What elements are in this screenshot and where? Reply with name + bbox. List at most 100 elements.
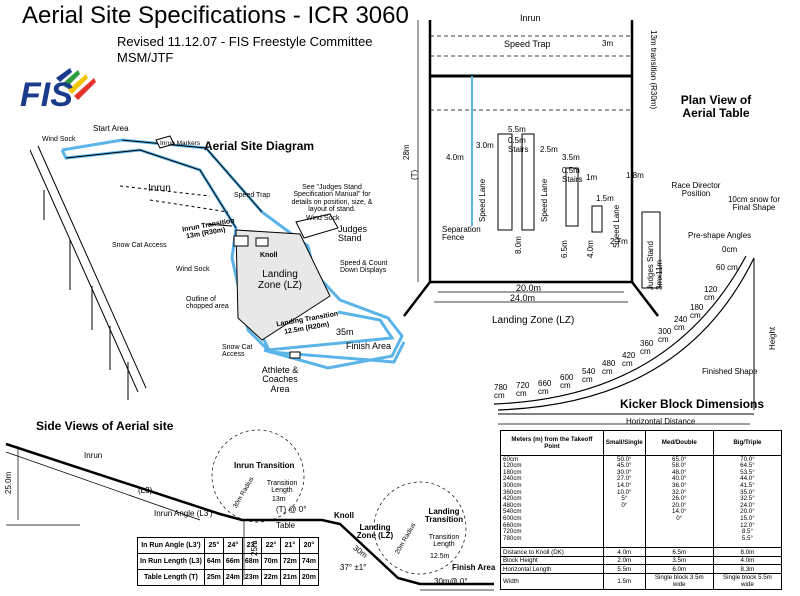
cell-value: 5° xyxy=(621,495,628,503)
cell-value: 10.0° xyxy=(617,488,632,496)
side-landing-zone-label: Landing Zone (LZ) xyxy=(356,523,394,541)
table-cell: 24° xyxy=(222,537,243,554)
side-knoll-label: Knoll xyxy=(334,511,354,520)
curve-point-label: 60 cm xyxy=(716,263,738,272)
finished-shape-label: Finished Shape xyxy=(702,367,758,376)
site-diagram-title: Aerial Site Diagram xyxy=(204,139,315,153)
angle-37-label: 37° ±1° xyxy=(340,563,367,572)
cell-value: 0° xyxy=(621,501,628,509)
row-label: In Run Angle (L3') xyxy=(137,537,205,554)
curve-point-label: 600 cm xyxy=(560,373,574,391)
cell-value: 180cm xyxy=(503,468,522,476)
snow-cat-access-2-label: Snow Cat Access xyxy=(222,344,253,359)
cell-value: 65.0° xyxy=(672,455,687,463)
cell-value: 660cm xyxy=(503,521,522,529)
plan-0-5m-b-label: 0.5m xyxy=(562,166,580,175)
table-row: In Run Angle (L3') 25° 24° 23° 22° 21° 2… xyxy=(137,537,319,554)
cell-value xyxy=(606,528,643,535)
site-poles xyxy=(29,145,147,400)
side-25m-label: 25.0m xyxy=(4,471,13,494)
curve-point-label: 120 cm xyxy=(704,285,718,303)
cell-value: 44.0° xyxy=(740,475,755,483)
side-12-5m-label: 12.5m xyxy=(430,553,450,560)
table-cell: 8.0m xyxy=(712,547,783,557)
cell-value: 60cm xyxy=(503,455,519,463)
cell-value xyxy=(648,535,711,542)
table-cell: 22m xyxy=(260,569,281,586)
table-cell: 23m xyxy=(241,569,262,586)
plan-4m-b-label: 4.0m xyxy=(586,240,595,258)
curve-point-label: 360 cm xyxy=(640,339,654,357)
curve-point-label: 0cm xyxy=(722,245,738,254)
cell-value: 36.0° xyxy=(672,481,687,489)
cell-value xyxy=(606,508,643,515)
table-cell: 8.3m xyxy=(712,564,783,574)
cell-value: 360cm xyxy=(503,488,522,496)
side-13m-label: 13m xyxy=(272,496,286,503)
table-cell: 23° xyxy=(241,537,262,554)
cell-value: 35.0° xyxy=(740,488,755,496)
plan-1-5m-label: 1.5m xyxy=(596,194,614,203)
cell-value xyxy=(648,528,711,535)
table-cell: Distance to Knoll (DK) xyxy=(500,547,604,557)
finish-area-label: Finish Area xyxy=(346,341,392,351)
plan-stairs-a-label: Stairs xyxy=(508,145,529,154)
cell-value xyxy=(606,535,643,542)
side-30m-0-label: 30m@ 0° xyxy=(434,577,468,586)
cell-value xyxy=(606,522,643,529)
judges-stand-label: Judges Stand xyxy=(338,224,368,244)
knoll-label: Knoll xyxy=(260,252,278,259)
cell-value: 27.0° xyxy=(617,475,632,483)
cell-value: 720cm xyxy=(503,528,522,536)
speed-count-label: Speed & Count Down Displays xyxy=(340,260,388,275)
cell-value: 32.0° xyxy=(672,488,687,496)
table-cell: 4.0m xyxy=(712,555,783,566)
cell-value: 300cm xyxy=(503,481,522,489)
plan-8m-label: 8.0m xyxy=(514,236,523,254)
table-cell: 6.0m xyxy=(644,564,714,574)
table-cell: 68m xyxy=(241,553,262,570)
cell-value: 53.5° xyxy=(740,468,755,476)
table-cell: 20m xyxy=(298,569,319,586)
speed-lane-2-label: Speed Lane xyxy=(540,178,549,222)
cell-value: 24.0° xyxy=(740,501,755,509)
curve-point-label: 240 cm xyxy=(674,315,688,333)
cell-value: 0° xyxy=(676,514,683,522)
athlete-area-label: Athlete & Coaches Area xyxy=(261,365,299,394)
row-label: Table Length (T) xyxy=(137,569,205,586)
cell-value: 240cm xyxy=(503,475,522,483)
speed-trap-label: Speed Trap xyxy=(234,192,271,199)
table-header: Small/Single xyxy=(602,430,646,456)
cell-value: 8.5° xyxy=(741,528,753,536)
table-cell: 70m xyxy=(260,553,281,570)
cell-value: 14.0° xyxy=(672,508,687,516)
cell-value: 780cm xyxy=(503,534,522,542)
kicker-table: Meters (m) from the Takeoff Point Small/… xyxy=(500,430,783,591)
table-cell: Width xyxy=(500,572,604,591)
cell-value xyxy=(606,515,643,522)
cell-value: 420cm xyxy=(503,495,522,503)
logo-wordmark: FIS xyxy=(20,76,73,114)
plan-speed-trap-label: Speed Trap xyxy=(504,39,551,49)
table-cell: 50.0°45.0°30.0°27.0°14.0°10.0°5°0° xyxy=(602,454,646,549)
table-cell: Horizontal Length xyxy=(500,564,604,574)
cell-value: 480cm xyxy=(503,501,522,509)
plan-1-8m-label: 1.8m xyxy=(626,171,644,180)
wind-sock-3-label: Wind Sock xyxy=(176,266,210,273)
cell-value: 12.0° xyxy=(740,521,755,529)
t0-label: (T) @ 0° xyxy=(276,505,307,514)
table-cell: 64m xyxy=(203,553,224,570)
snow-final-shape-label: 10cm snow for Final Shape xyxy=(727,195,781,213)
curve-point-label: 480 cm xyxy=(602,359,616,377)
side-finish-area-label: Finish Area xyxy=(452,563,496,572)
table-cell: Single block 5.5m wide xyxy=(712,572,783,591)
race-director-label: Race Director Position xyxy=(671,181,721,199)
table-cell: 74m xyxy=(298,553,319,570)
curve-point-label: 540 cm xyxy=(582,367,596,385)
cell-value: 64.5° xyxy=(740,462,755,470)
table-cell: 5.5m xyxy=(602,564,646,574)
cell-value: 5.5° xyxy=(741,534,753,542)
plan-inrun-label: Inrun xyxy=(520,13,541,23)
